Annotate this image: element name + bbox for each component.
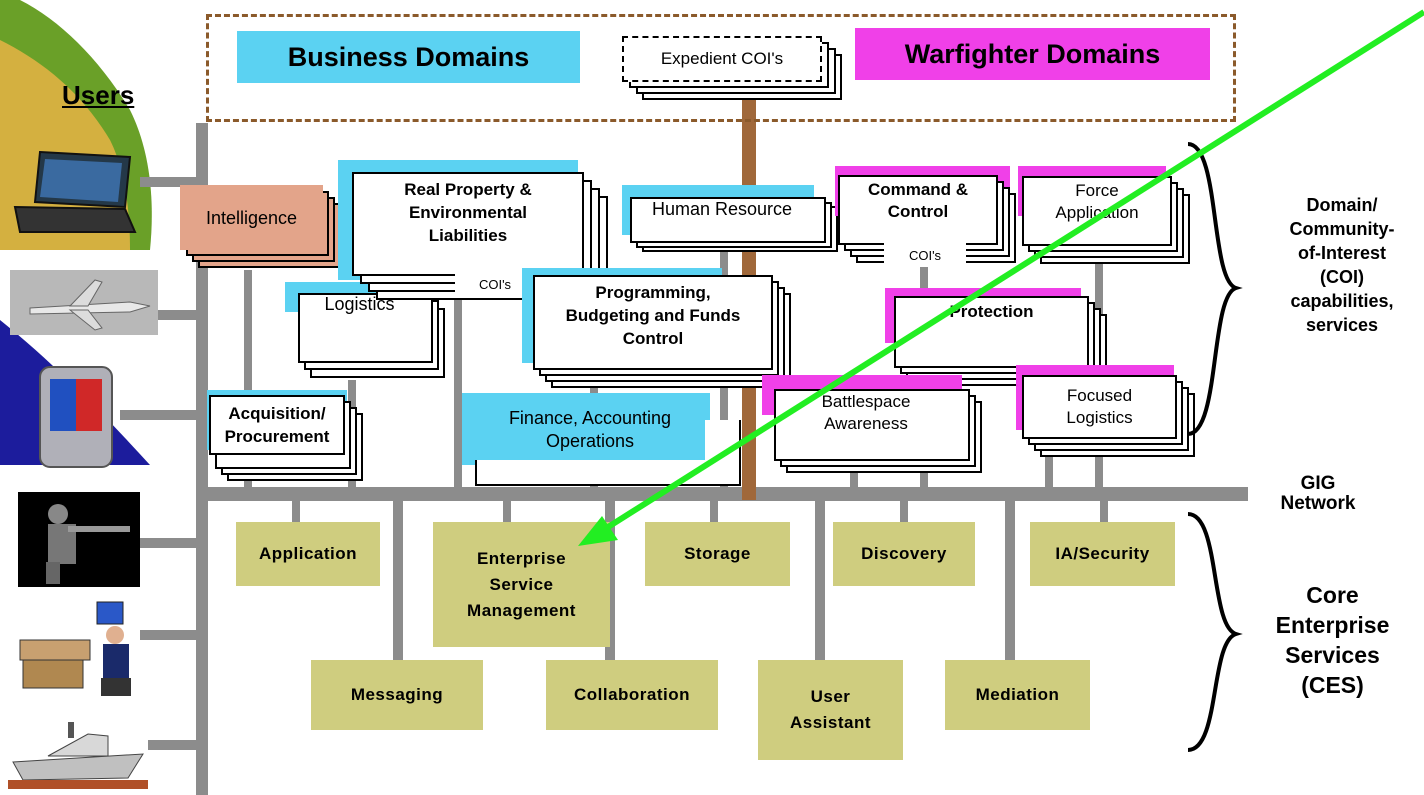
expedient-cois-stack: Expedient COI's — [622, 36, 852, 106]
ces-messaging: Messaging — [311, 660, 483, 730]
gig-network-label: GIG Network — [1280, 473, 1356, 514]
user-link-operator — [140, 630, 198, 640]
users-label: Users — [62, 80, 135, 110]
gig-network-bus — [196, 487, 1248, 501]
acquisition-box: Acquisition/ Procurement — [209, 395, 345, 455]
hr-box: Human Resource — [651, 199, 793, 219]
ces-brace — [1187, 512, 1243, 752]
coi-brace — [1187, 142, 1243, 436]
ces-ia-security: IA/Security — [1030, 522, 1175, 586]
finance-box: Finance, Accounting Operations — [475, 400, 705, 460]
ces-drop-collab — [605, 500, 615, 662]
ces-user-assistant: User Assistant — [758, 660, 903, 760]
ces-drop-user-assist — [815, 500, 825, 662]
coi-label-right: COI's — [884, 243, 966, 267]
soldier-icon — [18, 492, 140, 587]
desk-operator-icon — [15, 600, 140, 705]
programming-box: Programming, Budgeting and Funds Control — [533, 275, 773, 370]
user-link-laptop — [140, 177, 198, 187]
logistics-stack: Logistics — [292, 286, 452, 386]
ces-mediation: Mediation — [945, 660, 1090, 730]
ces-storage: Storage — [645, 522, 790, 586]
ces-collaboration: Collaboration — [546, 660, 718, 730]
ces-drop-esm — [503, 500, 511, 525]
intelligence-box: Intelligence — [180, 185, 323, 250]
domains-frame — [206, 14, 1236, 122]
user-link-ship — [148, 740, 198, 750]
ces-drop-messaging — [393, 500, 403, 662]
warfighter-domains-title: Warfighter Domains — [904, 38, 1161, 69]
ces-drop-mediation — [1005, 500, 1015, 662]
ces-discovery: Discovery — [833, 522, 975, 586]
users-backbone-vertical — [196, 123, 208, 795]
ship-icon — [8, 714, 148, 789]
ces-drop-storage — [710, 500, 718, 525]
focused-stack: Focused Logistics — [1022, 375, 1202, 470]
drop-focused2 — [1045, 440, 1053, 490]
drop-intelligence — [244, 270, 252, 490]
laptop-icon — [10, 147, 140, 237]
focused-box: Focused Logistics — [1022, 375, 1177, 439]
aircraft-icon — [10, 270, 158, 335]
coi-capabilities-label: Domain/ Community- of-Interest (COI) cap… — [1289, 195, 1395, 335]
finance-stack: Finance, Accounting Operations — [475, 400, 745, 488]
user-link-aircraft — [158, 310, 198, 320]
battlespace-box: Battlespace Awareness — [821, 392, 911, 433]
warfighter-domains-banner: Warfighter Domains — [855, 28, 1210, 80]
intelligence-stack: Intelligence — [180, 185, 345, 275]
ces-drop-application — [292, 500, 300, 525]
hr-stack: Human Resource — [624, 192, 842, 257]
ces-drop-ia — [1100, 500, 1108, 525]
programming-stack: Programming, Budgeting and Funds Control — [533, 275, 795, 390]
realprop-box: Real Property & Environmental Liabilitie… — [352, 172, 584, 276]
expedient-cois-box: Expedient COI's — [622, 36, 822, 82]
ces-drop-discovery — [900, 500, 908, 525]
handheld-device-icon — [36, 365, 116, 470]
battlespace-stack: Battlespace Awareness — [768, 383, 988, 478]
c2-box: Command & Control — [838, 175, 998, 245]
drop-realprop — [454, 300, 462, 490]
coi-label-left: COI's — [455, 270, 535, 298]
business-domains-title: Business Domains — [287, 41, 530, 72]
business-domains-banner: Business Domains — [237, 31, 580, 83]
core-services-label: Core Enterprise Services (CES) — [1275, 582, 1390, 698]
drop-battlespace — [850, 465, 858, 490]
user-link-handheld — [120, 410, 198, 420]
ces-enterprise-service-management: Enterprise Service Management — [433, 522, 610, 647]
acquisition-stack: Acquisition/ Procurement — [209, 395, 367, 485]
realprop-stack: Real Property & Environmental Liabilitie… — [352, 172, 610, 302]
protection-box: Protection — [894, 296, 1089, 368]
ces-application: Application — [236, 522, 380, 586]
user-link-soldier — [140, 538, 198, 548]
